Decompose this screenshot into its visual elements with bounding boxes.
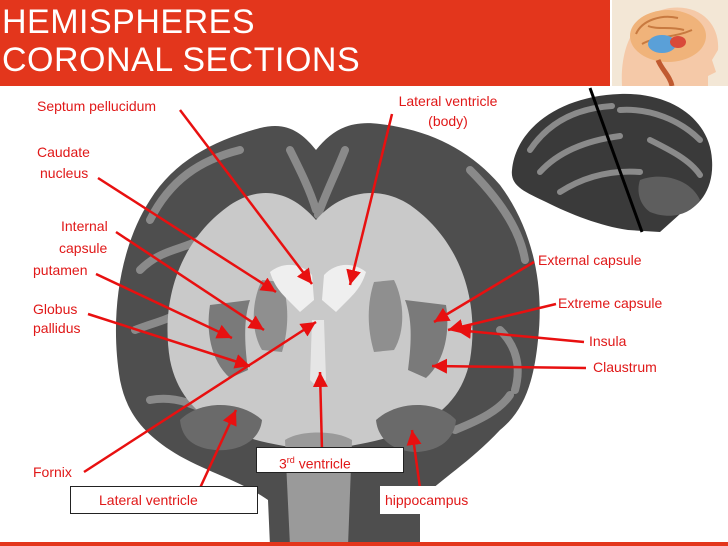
label-insula: Insula bbox=[589, 333, 627, 349]
label-third-ventricle-box: 3rd ventricle bbox=[256, 447, 404, 473]
label-third-ventricle: 3rd ventricle bbox=[257, 448, 403, 472]
title-banner: HEMISPHERES CORONAL SECTIONS bbox=[0, 0, 610, 86]
label-septum-pellucidum: Septum pellucidum bbox=[37, 98, 157, 114]
label-external-capsule: External capsule bbox=[538, 252, 642, 268]
label-hippocampus: hippocampus bbox=[385, 492, 469, 508]
label-lateral-ventricle-body-line2: (body) bbox=[428, 113, 468, 129]
label-caudate-line1: Caudate bbox=[37, 144, 90, 160]
label-third-ventricle-ordinal: rd bbox=[286, 455, 295, 465]
label-extreme-capsule: Extreme capsule bbox=[558, 295, 663, 311]
label-lateral-ventricle-box: Lateral ventricle bbox=[70, 486, 258, 514]
title-line-1: HEMISPHERES bbox=[2, 3, 255, 41]
head-brain-thumbnail bbox=[612, 0, 728, 86]
label-putamen: putamen bbox=[33, 262, 88, 278]
label-internal-capsule-line2: capsule bbox=[59, 240, 108, 256]
label-internal-capsule-line1: Internal bbox=[61, 218, 108, 234]
title-line-2: CORONAL SECTIONS bbox=[2, 41, 361, 79]
label-third-ventricle-number: 3 bbox=[279, 455, 287, 472]
label-globus-line2: pallidus bbox=[33, 320, 81, 336]
label-fornix: Fornix bbox=[33, 464, 72, 480]
label-caudate-line2: nucleus bbox=[40, 165, 89, 181]
sagittal-section bbox=[511, 87, 713, 233]
bottom-accent-bar bbox=[0, 542, 728, 546]
label-lateral-ventricle-body: Lateral ventricle (body) bbox=[384, 93, 512, 129]
coronal-section bbox=[115, 123, 540, 546]
label-hippocampus-box: hippocampus bbox=[380, 486, 498, 514]
label-lateral-ventricle: Lateral ventricle bbox=[99, 492, 198, 508]
label-third-ventricle-text: ventricle bbox=[294, 455, 351, 472]
label-claustrum: Claustrum bbox=[593, 359, 657, 375]
label-globus-line1: Globus bbox=[33, 301, 78, 317]
label-lateral-ventricle-body-line1: Lateral ventricle bbox=[398, 93, 498, 109]
